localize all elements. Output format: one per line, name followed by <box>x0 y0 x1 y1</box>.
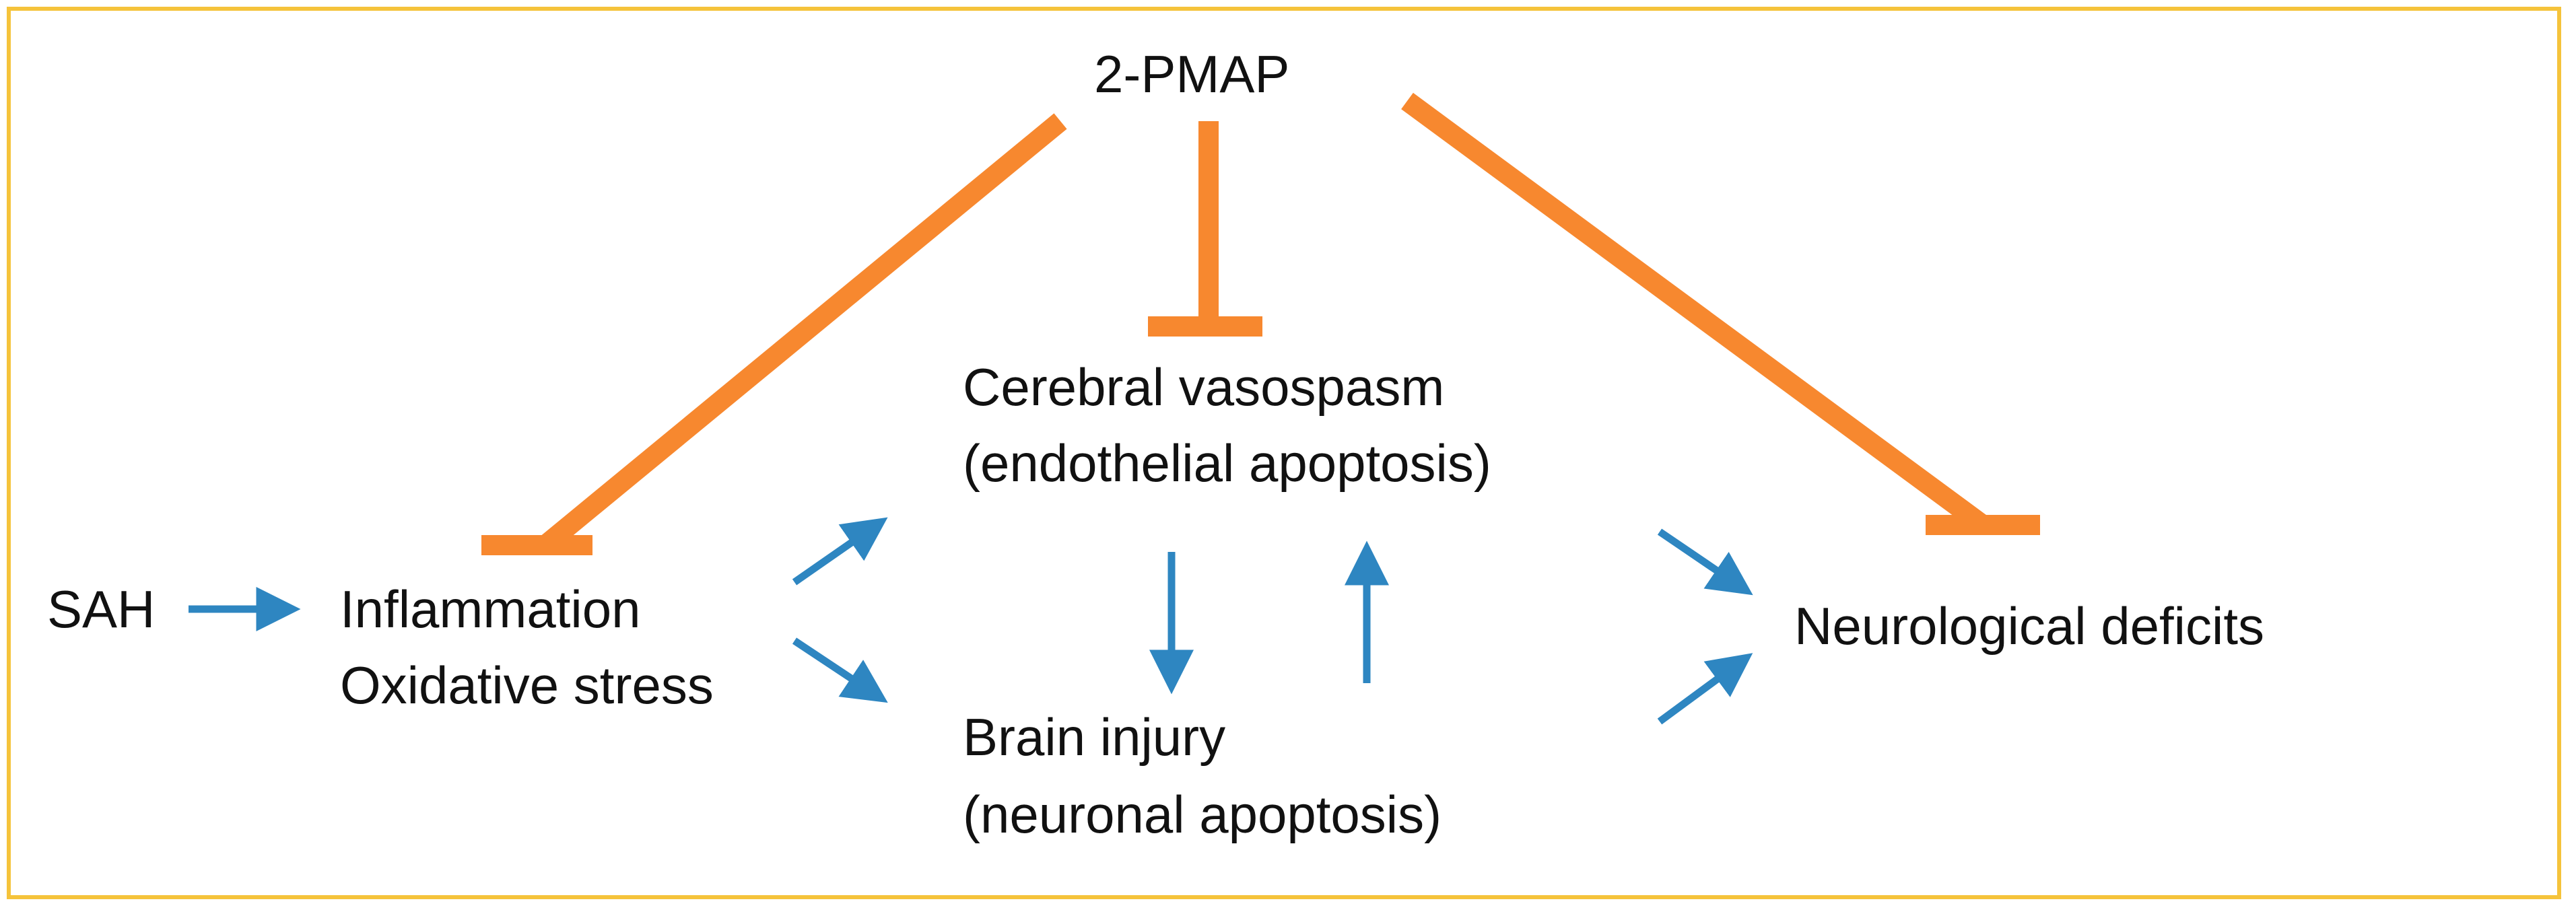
arrow-vasospasm-deficits <box>1657 528 1753 596</box>
arrow-inflammation-brain-injury <box>792 637 888 703</box>
node-sah: SAH <box>47 579 156 639</box>
node-brain-injury: Brain injury <box>963 707 1226 767</box>
node-oxidative-stress: Oxidative stress <box>340 656 714 715</box>
arrow-brain-injury-deficits <box>1657 653 1753 725</box>
node-inflammation: Inflammation <box>340 579 641 639</box>
node-endothelial-apoptosis: (endothelial apoptosis) <box>963 433 1491 493</box>
node-neuronal-apoptosis: (neuronal apoptosis) <box>963 785 1442 844</box>
node-cerebral-vasospasm: Cerebral vasospasm <box>963 357 1445 417</box>
inhibit-edge-inflammation <box>481 113 1067 555</box>
inhibit-edge-vasospasm <box>1148 121 1262 337</box>
node-neurological-deficits: Neurological deficits <box>1794 596 2265 656</box>
inhibit-edge-deficits <box>1401 92 2040 535</box>
node-2-pmap: 2-PMAP <box>1094 44 1290 104</box>
diagram-border <box>7 7 2561 899</box>
arrow-inflammation-vasospasm <box>792 517 888 586</box>
